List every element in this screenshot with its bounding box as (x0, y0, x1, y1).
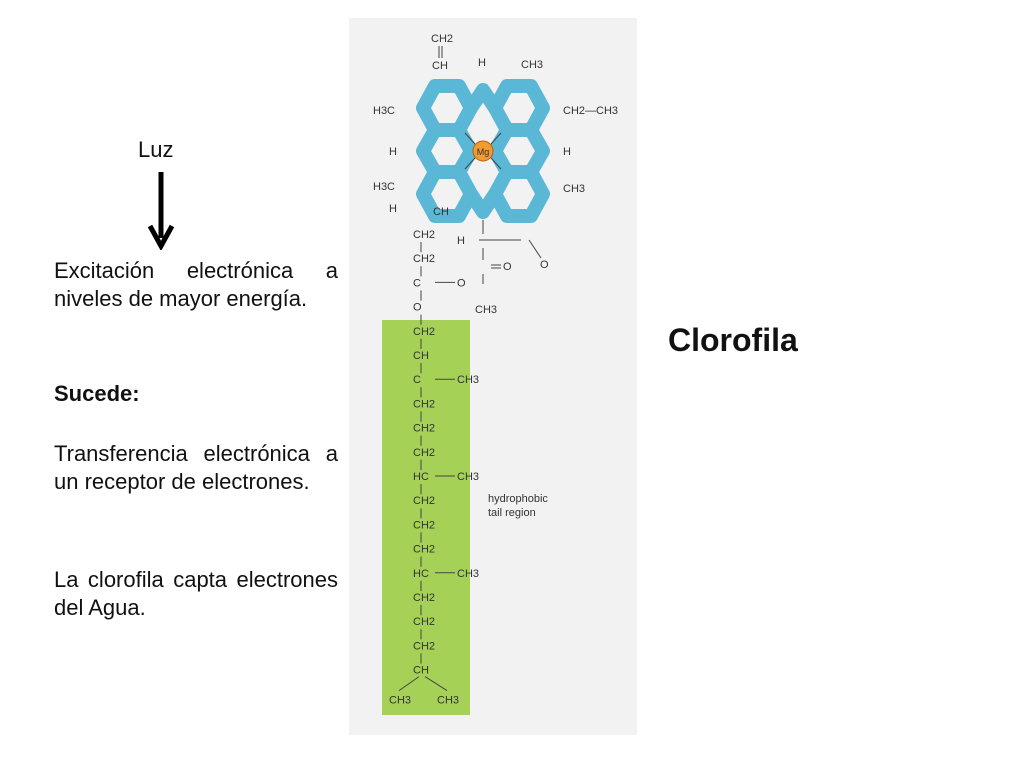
light-label: Luz (138, 137, 174, 162)
terminal-ch3-left: CH3 (389, 695, 411, 707)
ester-o: O (503, 261, 512, 273)
chain-atom: CH2 (413, 398, 435, 410)
top-vinyl-ch: CH (432, 60, 448, 72)
terminal-ch3-right: CH3 (437, 695, 459, 707)
chain-atom: CH2 (413, 447, 435, 459)
transfer-text: Transferencia electrónica a un receptor … (54, 441, 338, 494)
hydrophobic-tail-region (382, 320, 470, 715)
chain-atom: HC (413, 568, 429, 580)
left-h: H (389, 146, 397, 158)
chain-atom: CH2 (413, 253, 435, 265)
ketone-o: O (540, 259, 549, 271)
right-h: H (563, 146, 571, 158)
ring-h: H (457, 235, 465, 247)
chain-atom: CH2 (413, 229, 435, 241)
magnesium-atom (472, 140, 494, 162)
chain-atom: CH2 (413, 519, 435, 531)
right-ch3: CH3 (563, 183, 585, 195)
chain-atom: CH (413, 665, 429, 677)
top-h: H (478, 57, 486, 69)
left-h3c: H3C (373, 105, 395, 117)
chain-atom: CH2 (413, 592, 435, 604)
lower-h: H (389, 203, 397, 215)
chain-atom: CH2 (413, 326, 435, 338)
water-text: La clorofila capta electrones del Agua. (54, 567, 338, 620)
chain-atom: C (413, 277, 421, 289)
sucede-heading: Sucede: (54, 381, 140, 406)
excitation-text: Excitación electrónica a niveles de mayo… (54, 258, 338, 311)
ester-ch3: CH3 (475, 304, 497, 316)
chlorophyll-structure-figure: Mg CH2 CH H CH3 H3C CH2—CH3 H H H3C H CH… (349, 18, 637, 735)
chlorophyll-diagram: Mg CH2 CH H CH3 H3C CH2—CH3 H H H3C H CH… (373, 33, 618, 715)
chain-side-group: O (457, 277, 466, 289)
lower-ch: CH (433, 206, 449, 218)
chain-side-group: CH3 (457, 471, 479, 483)
terminal-bond-right (424, 676, 448, 692)
tail-label-line2: tail region (488, 507, 536, 519)
lower-h3c: H3C (373, 181, 395, 193)
chain-atom: CH2 (413, 495, 435, 507)
down-arrow-icon (145, 170, 175, 255)
chain-atom: CH (413, 350, 429, 362)
porphyrin-ring (416, 79, 550, 223)
top-ch3: CH3 (521, 59, 543, 71)
top-vinyl-ch2: CH2 (431, 33, 453, 45)
page-title: Clorofila (668, 322, 798, 358)
chain-side-group: CH3 (457, 374, 479, 386)
right-ethyl: CH2—CH3 (563, 105, 618, 117)
chain-side-group: CH3 (457, 568, 479, 580)
chain-atom: CH2 (413, 616, 435, 628)
chain-atom: CH2 (413, 423, 435, 435)
tail-label-line1: hydrophobic (488, 493, 548, 505)
chain-atom: C (413, 374, 421, 386)
chain-atom: CH2 (413, 544, 435, 556)
chain-atom: CH2 (413, 640, 435, 652)
chain-atom: HC (413, 471, 429, 483)
chain-atom: O (413, 302, 422, 314)
terminal-bond-left (398, 676, 420, 692)
metal-label: Mg (477, 147, 490, 157)
